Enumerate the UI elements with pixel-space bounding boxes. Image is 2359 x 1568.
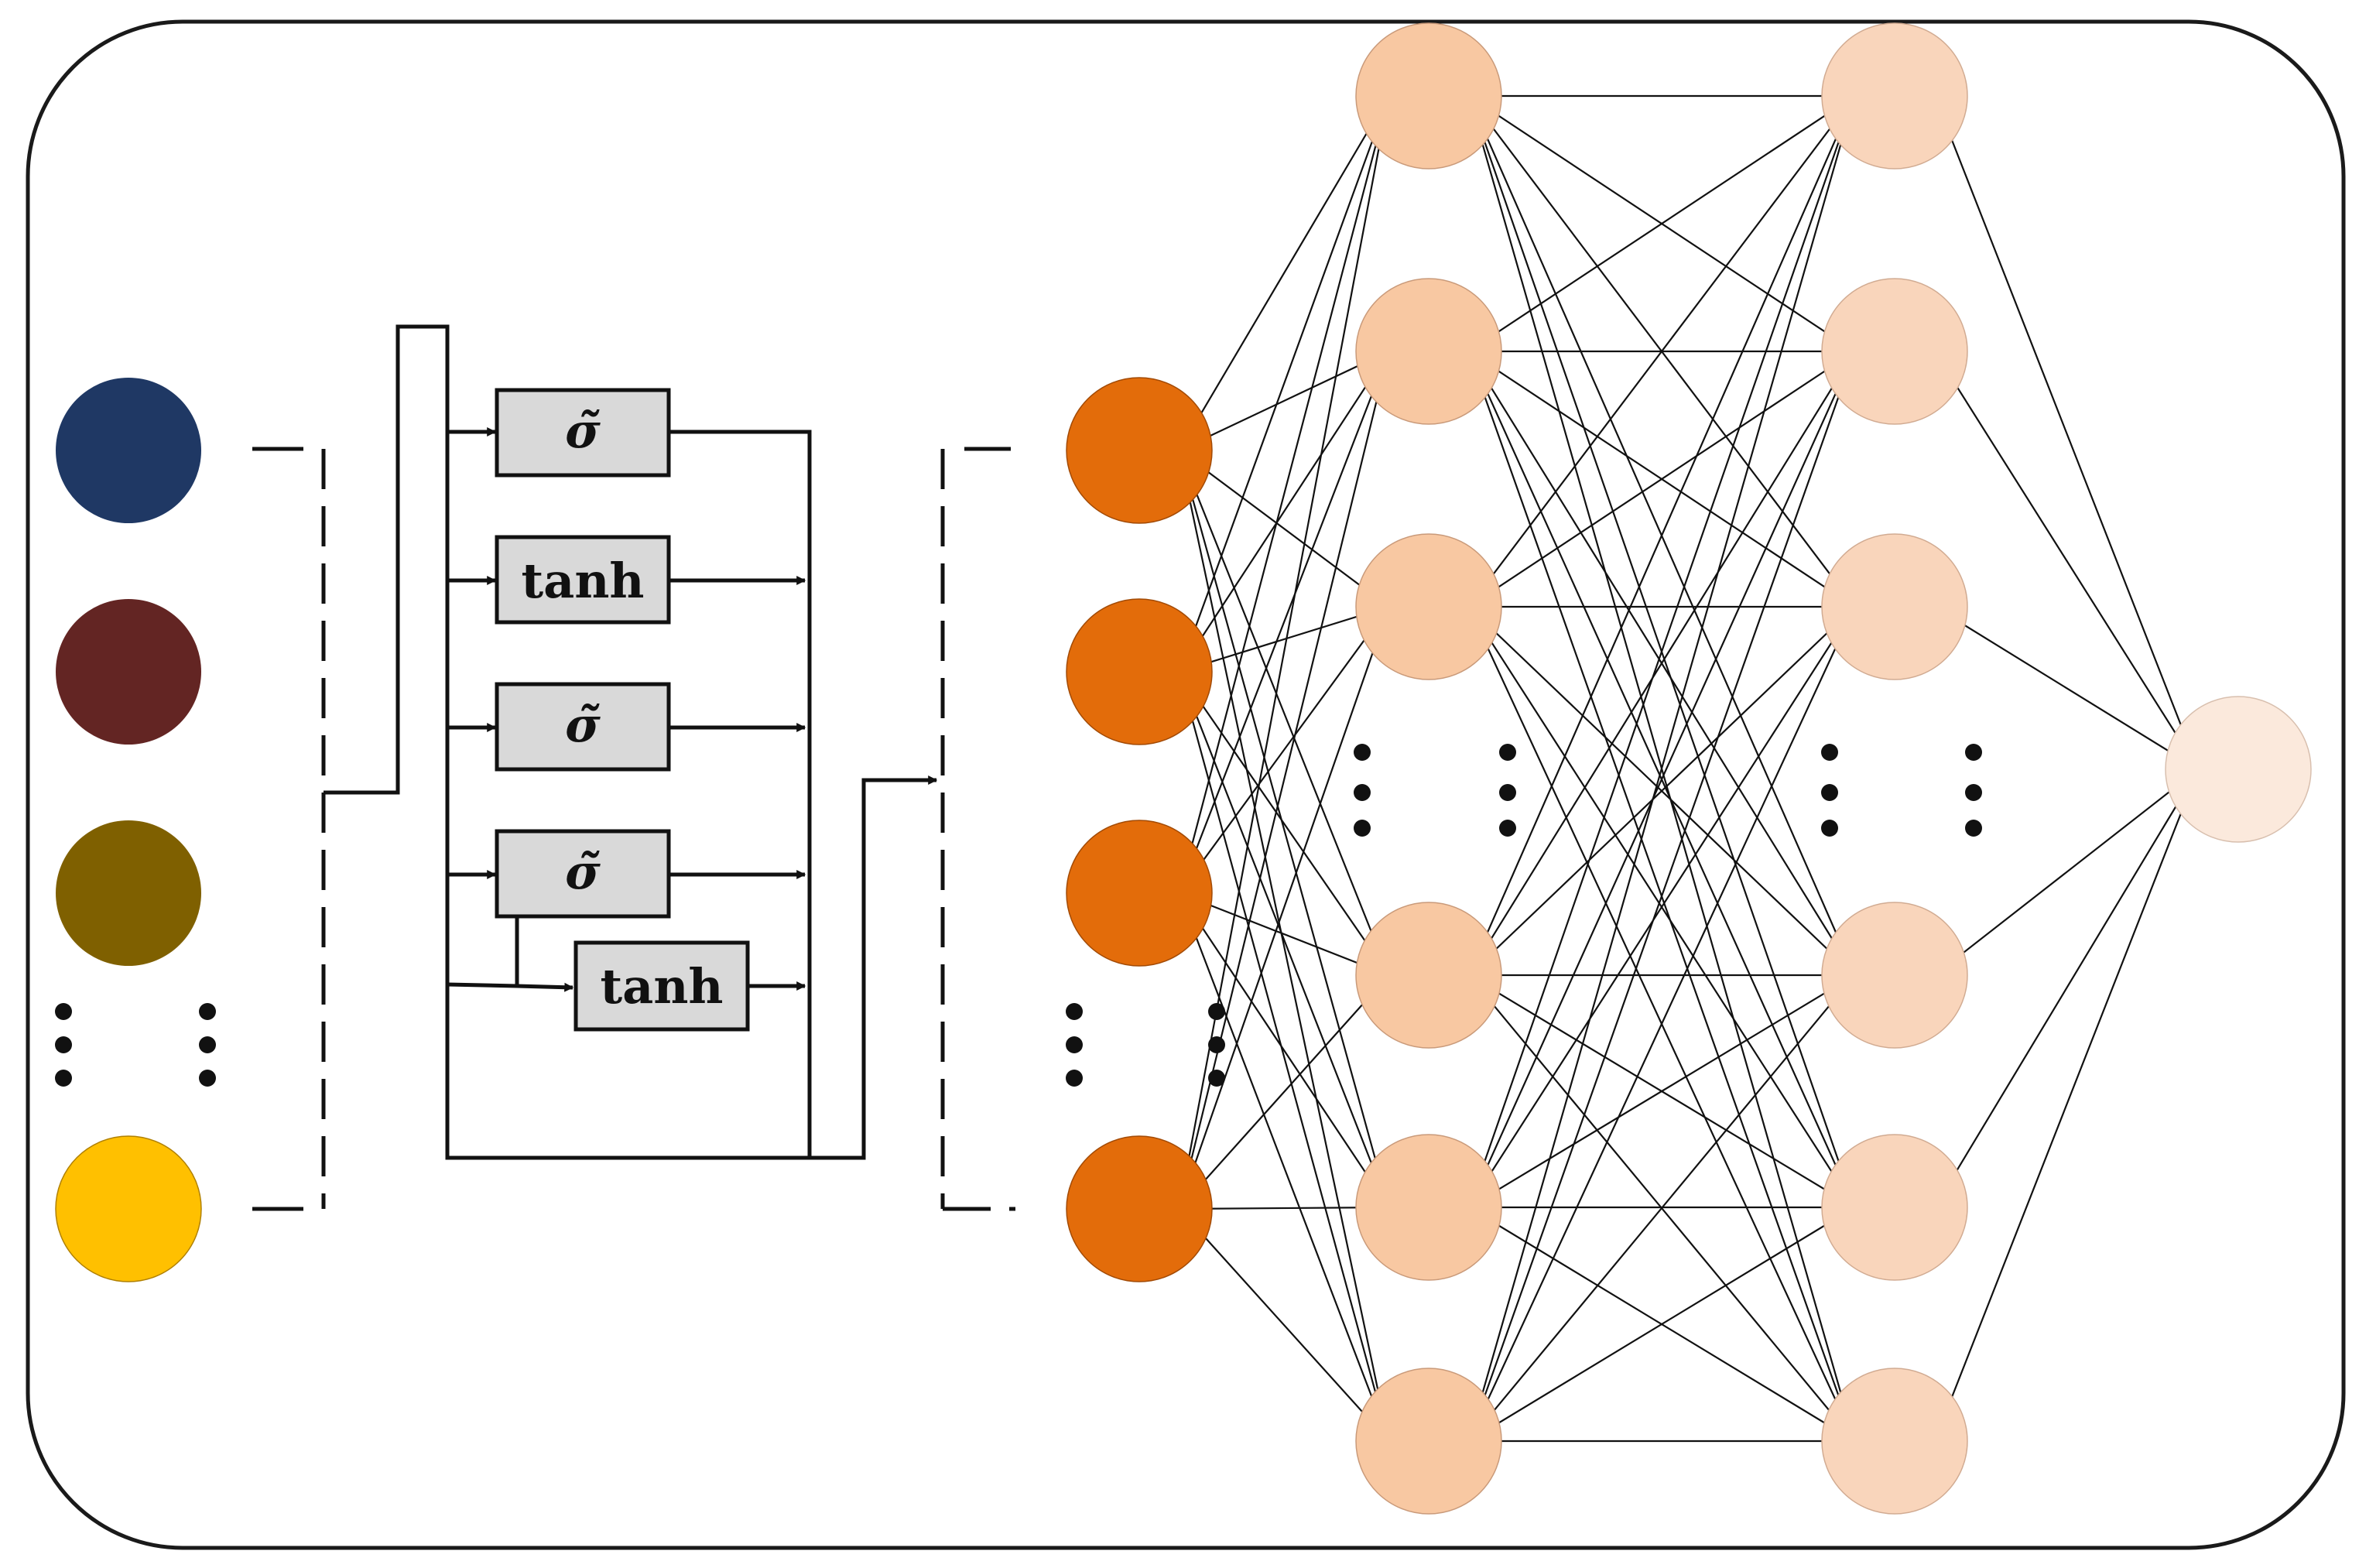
connection-line: [1467, 351, 1856, 976]
connection-line: [1933, 769, 2200, 1442]
lstm-gates: σ̃ tanh σ̃ σ̃ tanh: [495, 388, 750, 1032]
connection-line: [1934, 606, 2199, 770]
gate-sigma-1: σ̃: [495, 388, 671, 478]
connection-line: [1178, 671, 1390, 1442]
lstm-output-node-3: [1066, 820, 1213, 967]
hidden1-node-3: [1355, 533, 1502, 680]
connection-line: [1467, 351, 1856, 1442]
connection-line: [1178, 351, 1390, 1210]
gate-label: σ̃: [565, 844, 601, 900]
connection-line: [1178, 974, 1390, 1210]
connection-line: [1468, 351, 1855, 608]
hidden2-node-2: [1821, 278, 1968, 425]
lstm-output-node-1: [1066, 377, 1213, 524]
connection-line: [1178, 671, 1390, 976]
connection-line: [1933, 351, 2200, 770]
input-node-2: [56, 599, 201, 745]
connection-line: [1933, 769, 2200, 1208]
connection-line: [1467, 95, 1856, 1208]
gate-label: σ̃: [565, 697, 601, 753]
connection-line: [1179, 351, 1389, 451]
connection-line: [1179, 1206, 1389, 1210]
vertical-ellipsis-icon: [1821, 744, 1982, 837]
connection-line: [1178, 95, 1390, 673]
input-node-4: [55, 1135, 202, 1282]
connection-line: [1178, 450, 1390, 976]
connection-line: [1179, 605, 1389, 673]
connection-line: [1468, 974, 1855, 1208]
gate-label: tanh: [522, 553, 645, 609]
connection-line: [1468, 1207, 1855, 1442]
hidden2-node-4: [1821, 902, 1968, 1049]
gate-label: σ̃: [565, 402, 601, 459]
connection-line: [1179, 450, 1389, 608]
connection-line: [1934, 769, 2199, 976]
gate-tanh-1: tanh: [495, 535, 671, 625]
connection-line: [1467, 95, 1856, 1442]
hidden1-node-1: [1355, 22, 1502, 169]
lstm-output-bracket: [940, 447, 1015, 1211]
input-nodes: [55, 378, 202, 1282]
vertical-ellipsis-icon: [1066, 1003, 1225, 1087]
diagram-frame: [26, 19, 2346, 1550]
lstm-cell-wiring: [324, 324, 938, 1160]
connection-line: [1178, 95, 1390, 894]
connection-line: [1467, 95, 1856, 608]
connection-line: [1178, 450, 1390, 1442]
input-bracket: [252, 447, 326, 1211]
vertical-ellipsis-icon: [55, 1003, 216, 1087]
hidden-layer-1: [1355, 22, 1502, 1515]
hidden2-node-6: [1821, 1368, 1968, 1515]
connection-line: [1468, 95, 1855, 352]
network-connections: [1178, 94, 2200, 1443]
input-node-1: [56, 378, 201, 523]
connection-line: [1178, 892, 1390, 1442]
hidden1-node-2: [1355, 278, 1502, 425]
connection-line: [1467, 95, 1856, 976]
connection-line: [1467, 351, 1856, 1208]
connection-line: [1467, 974, 1856, 1442]
connection-line: [1178, 351, 1390, 894]
vertical-ellipsis-icon: [1354, 744, 1516, 837]
hidden2-node-5: [1821, 1134, 1968, 1281]
hidden-layer-2: [1821, 22, 1968, 1515]
output-node: [2165, 696, 2312, 843]
gate-sigma-2: σ̃: [495, 682, 671, 772]
hidden2-node-1: [1821, 22, 1968, 169]
hidden1-node-5: [1355, 1134, 1502, 1281]
connection-line: [1179, 892, 1389, 977]
connection-line: [1178, 1208, 1390, 1442]
input-node-3: [56, 820, 201, 966]
connection-line: [1178, 95, 1390, 1210]
gate-sigma-3: σ̃: [495, 829, 671, 919]
connection-line: [1178, 351, 1390, 673]
connection-line: [1933, 95, 2200, 770]
lstm-output-node-4: [1066, 1135, 1213, 1282]
connection-line: [1178, 606, 1390, 1210]
connection-line: [1178, 892, 1390, 1208]
hidden1-node-6: [1355, 1368, 1502, 1515]
lstm-output-nodes: [1066, 377, 1213, 1282]
connection-line: [1178, 95, 1390, 451]
hidden2-node-3: [1821, 533, 1968, 680]
connection-line: [1467, 606, 1856, 1208]
connection-line: [1178, 606, 1390, 894]
connection-line: [1467, 606, 1856, 976]
hidden1-node-4: [1355, 902, 1502, 1049]
gate-label: tanh: [601, 958, 724, 1015]
gate-tanh-2: tanh: [573, 940, 750, 1032]
lstm-output-node-2: [1066, 598, 1213, 745]
connection-line: [1467, 606, 1856, 1442]
